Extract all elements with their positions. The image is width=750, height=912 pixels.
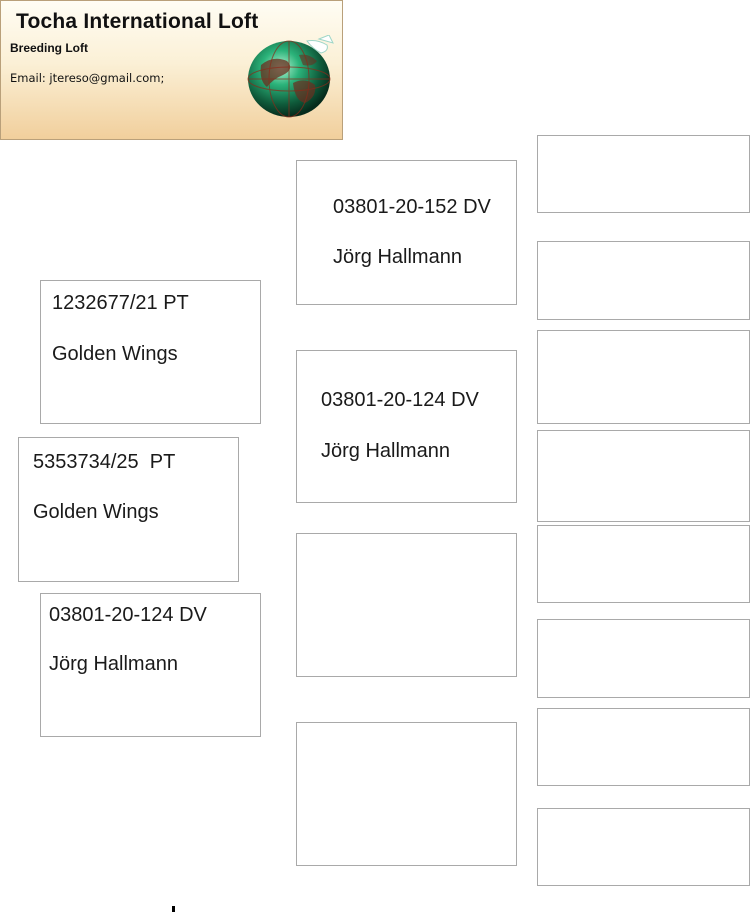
globe-icon xyxy=(247,35,334,118)
pedigree-gen4-box-6 xyxy=(537,619,750,698)
sire-sire-ring-number: 03801-20-152 DV xyxy=(333,196,491,218)
loft-title: Tocha International Loft xyxy=(16,10,259,33)
pedigree-gen4-box-3 xyxy=(537,330,750,424)
pedigree-subject-box: 5353734/25 PT Golden Wings xyxy=(18,437,239,582)
pedigree-gen4-box-5 xyxy=(537,525,750,603)
sire-sire-breeder: Jörg Hallmann xyxy=(333,246,462,268)
sire-dam-breeder: Jörg Hallmann xyxy=(321,440,450,462)
pedigree-gen4-box-4 xyxy=(537,430,750,522)
pedigree-dam-box: 03801-20-124 DV Jörg Hallmann xyxy=(40,593,261,737)
pedigree-dam-sire-box xyxy=(296,533,517,677)
text-cursor-mark xyxy=(172,906,175,912)
loft-header-card: Tocha International Loft Breeding Loft E… xyxy=(0,0,343,140)
sire-ring-number: 1232677/21 PT xyxy=(52,292,189,314)
dam-breeder: Jörg Hallmann xyxy=(49,653,178,675)
subject-breeder: Golden Wings xyxy=(33,501,159,523)
pedigree-dam-dam-box xyxy=(296,722,517,866)
pedigree-sire-sire-box: 03801-20-152 DV Jörg Hallmann xyxy=(296,160,517,305)
pedigree-sire-dam-box: 03801-20-124 DV Jörg Hallmann xyxy=(296,350,517,503)
pedigree-gen4-box-2 xyxy=(537,241,750,320)
pedigree-gen4-box-1 xyxy=(537,135,750,213)
dam-ring-number: 03801-20-124 DV xyxy=(49,604,207,626)
loft-subtitle: Breeding Loft xyxy=(10,41,88,55)
pedigree-sire-box: 1232677/21 PT Golden Wings xyxy=(40,280,261,424)
pedigree-gen4-box-8 xyxy=(537,808,750,886)
sire-breeder: Golden Wings xyxy=(52,343,178,365)
sire-dam-ring-number: 03801-20-124 DV xyxy=(321,389,479,411)
subject-ring-number: 5353734/25 PT xyxy=(33,451,176,473)
pedigree-gen4-box-7 xyxy=(537,708,750,786)
loft-email: Email: jtereso@gmail.com; xyxy=(10,71,165,85)
